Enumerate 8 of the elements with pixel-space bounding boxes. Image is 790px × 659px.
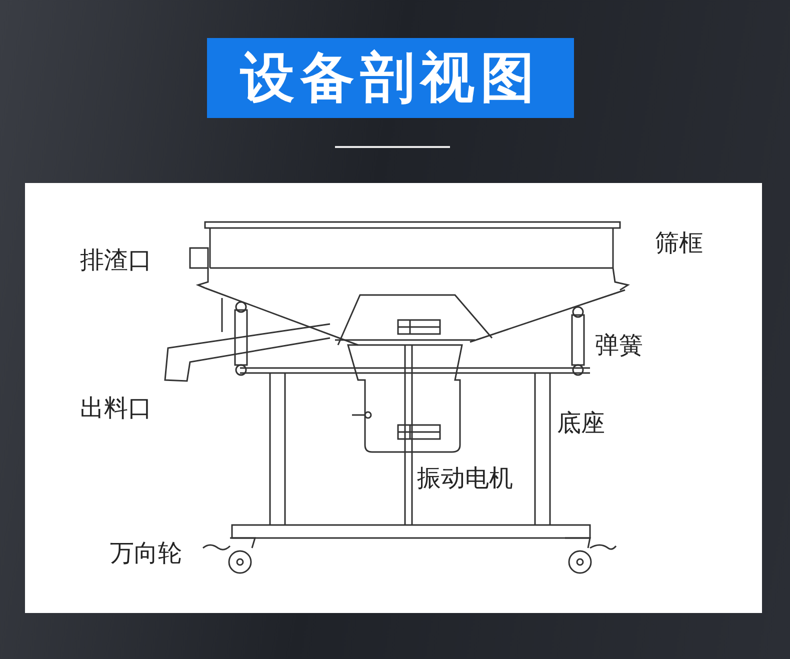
part-label: 筛框 [655, 229, 703, 257]
part-label: 排渣口 [80, 246, 152, 274]
part-label: 底座 [557, 409, 605, 437]
title-banner: 设备剖视图 [207, 38, 574, 118]
part-label: 出料口 [80, 394, 152, 422]
part-label: 振动电机 [417, 464, 513, 492]
part-label: 弹簧 [595, 331, 643, 359]
part-label: 万向轮 [110, 539, 182, 567]
